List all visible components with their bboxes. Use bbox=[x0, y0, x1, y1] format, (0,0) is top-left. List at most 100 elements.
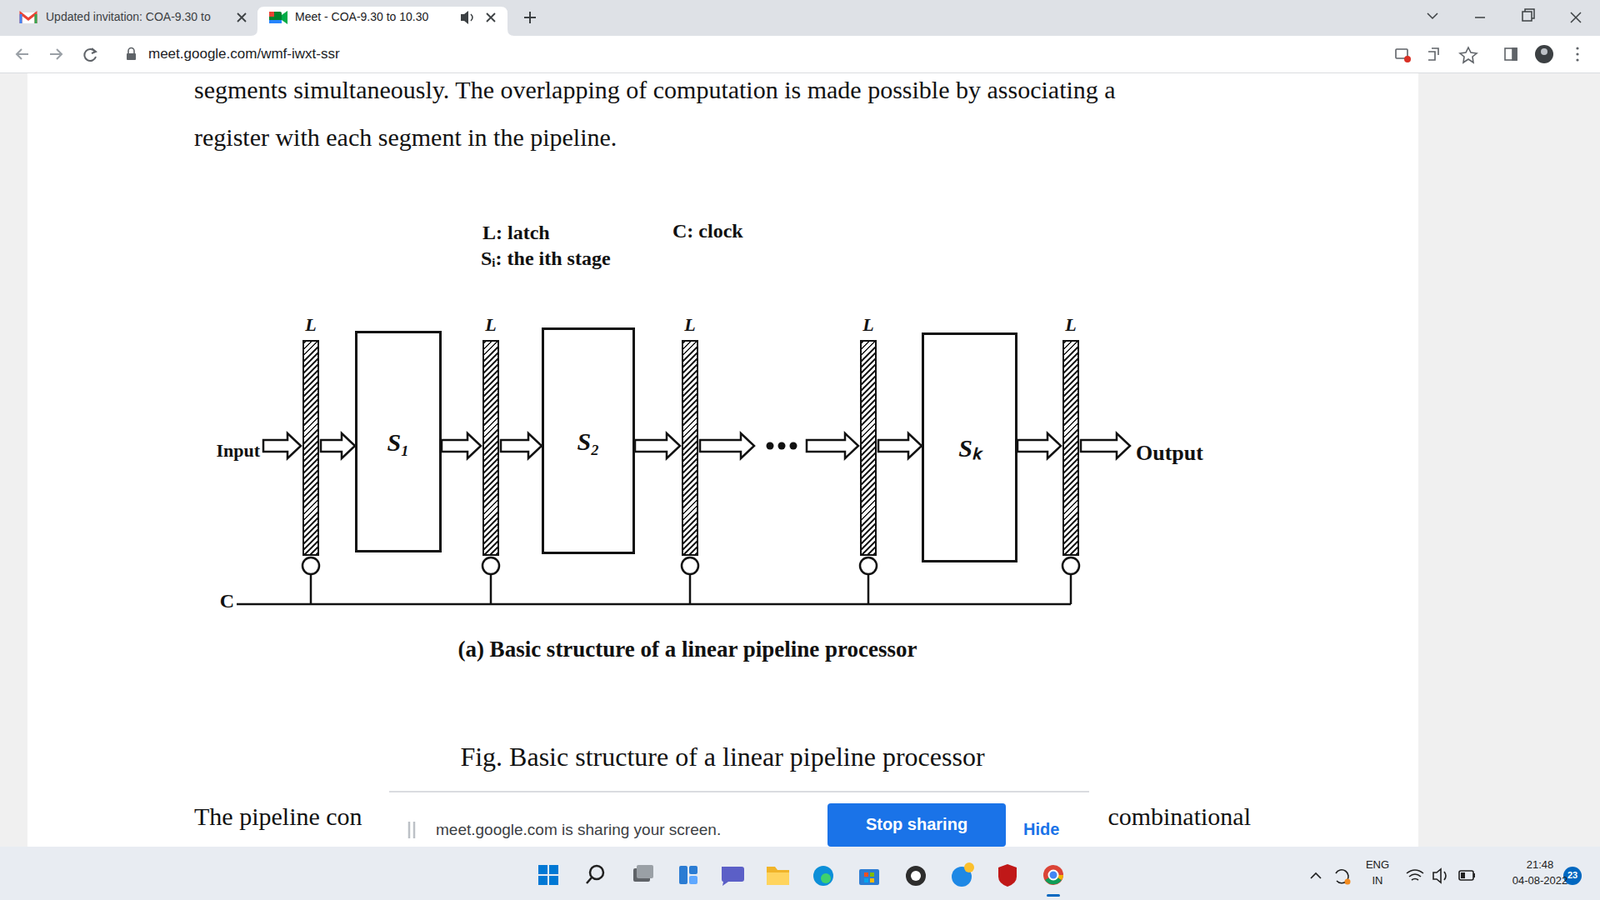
link-button: Hide bbox=[1023, 820, 1060, 840]
explorer-icon bbox=[766, 866, 790, 885]
clock-input-circle bbox=[860, 557, 877, 575]
clock-line bbox=[236, 603, 1071, 606]
body-text: The pipeline con bbox=[194, 802, 363, 832]
toolbar-icons bbox=[1428, 48, 1439, 60]
toolbar-icons bbox=[1535, 45, 1554, 64]
window-controls bbox=[1525, 9, 1535, 19]
chat-icon bbox=[721, 866, 745, 886]
tray-icons bbox=[1444, 871, 1446, 880]
figure-caption: Fig. Basic structure of a linear pipelin… bbox=[460, 741, 985, 773]
store-icon bbox=[859, 869, 880, 885]
search-icon bbox=[586, 865, 604, 884]
clock-label: C bbox=[220, 590, 235, 614]
share-bar bbox=[389, 790, 1090, 847]
explorer-icon bbox=[766, 872, 790, 885]
gmail-icon bbox=[20, 12, 36, 24]
button-label: Stop sharing bbox=[865, 815, 968, 835]
shared-page bbox=[27, 73, 1419, 847]
app-icon bbox=[910, 870, 921, 881]
toolbar-icons bbox=[1540, 48, 1548, 55]
latch-label: L bbox=[858, 315, 879, 335]
window-controls bbox=[1522, 11, 1532, 21]
close-icon bbox=[237, 13, 246, 22]
meet-icon bbox=[281, 10, 288, 25]
tab-title: Updated invitation: COA-9.30 to bbox=[45, 10, 211, 24]
task-view-icon bbox=[636, 865, 654, 879]
legend-note: C: clock bbox=[672, 220, 744, 244]
tray-icons bbox=[1406, 870, 1424, 880]
output-label: Output bbox=[1135, 440, 1204, 466]
clock-input-circle bbox=[1062, 557, 1080, 575]
start-icon bbox=[538, 865, 548, 875]
ellipsis-dots bbox=[778, 442, 786, 450]
input-arrow bbox=[263, 433, 301, 459]
latch-bar bbox=[302, 340, 320, 556]
tray-icons bbox=[1433, 869, 1441, 883]
edge-icon bbox=[813, 865, 834, 886]
chrome-icon bbox=[1046, 894, 1060, 897]
app-icon bbox=[905, 865, 926, 886]
toolbar-icons bbox=[1460, 47, 1477, 63]
search-icon bbox=[586, 877, 592, 884]
url-text: meet.google.com/wmf-iwxt-ssr bbox=[148, 45, 340, 63]
tray-icons bbox=[1310, 869, 1475, 885]
sub-caption: (a) Basic structure of a linear pipeline… bbox=[457, 636, 917, 663]
stage-label: S₁ bbox=[386, 428, 410, 456]
audio-icon bbox=[460, 10, 473, 25]
tray-text: ENG bbox=[1365, 859, 1390, 872]
widgets-icon bbox=[689, 865, 698, 875]
chain-arrow bbox=[700, 433, 755, 459]
tray-text: IN bbox=[1372, 875, 1384, 888]
meet-icon bbox=[269, 10, 288, 25]
meet-icon bbox=[269, 11, 275, 17]
ellipsis-dots bbox=[766, 442, 775, 450]
gmail-icon bbox=[35, 14, 38, 24]
clock-line bbox=[310, 574, 1071, 605]
latch: L bbox=[858, 315, 879, 556]
window-controls bbox=[1427, 13, 1438, 19]
widgets-icon bbox=[679, 865, 698, 885]
shared-page bbox=[0, 73, 1600, 847]
task-view-icon bbox=[633, 865, 654, 882]
data-arrow bbox=[635, 433, 680, 459]
data-arrow bbox=[441, 433, 481, 459]
window-controls bbox=[1475, 16, 1485, 19]
data-arrow bbox=[320, 433, 355, 459]
antivirus-icon bbox=[998, 864, 1017, 887]
widgets-icon bbox=[679, 865, 688, 885]
chrome-icon bbox=[1043, 865, 1064, 885]
clock-input-circle bbox=[302, 557, 320, 575]
antivirus-icon bbox=[998, 864, 1017, 887]
gmail-icon bbox=[20, 14, 23, 24]
nav-icons bbox=[91, 48, 96, 54]
data-arrow bbox=[500, 433, 542, 459]
toolbar-icons bbox=[1575, 52, 1579, 55]
latch-bar bbox=[482, 340, 500, 556]
widgets-icon bbox=[689, 875, 698, 885]
output-arrow bbox=[1080, 433, 1130, 459]
close-icon bbox=[486, 13, 495, 22]
start-icon bbox=[538, 865, 559, 885]
start-icon bbox=[549, 875, 559, 885]
latch-label: L bbox=[480, 315, 501, 335]
explorer-icon bbox=[766, 866, 790, 885]
nav-icons bbox=[16, 49, 29, 60]
app-icon bbox=[905, 865, 926, 886]
data-arrow bbox=[1017, 433, 1061, 459]
toolbar-icons bbox=[1575, 46, 1579, 50]
edge-icon bbox=[820, 873, 831, 884]
latch-bar bbox=[1062, 340, 1080, 556]
gmail-icon bbox=[20, 13, 36, 24]
audio-icon bbox=[470, 14, 473, 21]
tab-strip bbox=[0, 0, 1600, 36]
latch-bar bbox=[681, 340, 699, 556]
tab-title: Meet - COA-9.30 to 10.30 bbox=[295, 10, 429, 24]
body-text: segments simultaneously. The overlapping… bbox=[194, 75, 1116, 105]
stop-button bbox=[827, 803, 1006, 847]
start-icon bbox=[549, 865, 559, 875]
tray-icons bbox=[1310, 873, 1321, 879]
nav-icons bbox=[16, 48, 96, 61]
toolbar-icons bbox=[1404, 55, 1411, 63]
stage-box: S₁ bbox=[355, 330, 442, 553]
tray-icons bbox=[1460, 872, 1465, 879]
